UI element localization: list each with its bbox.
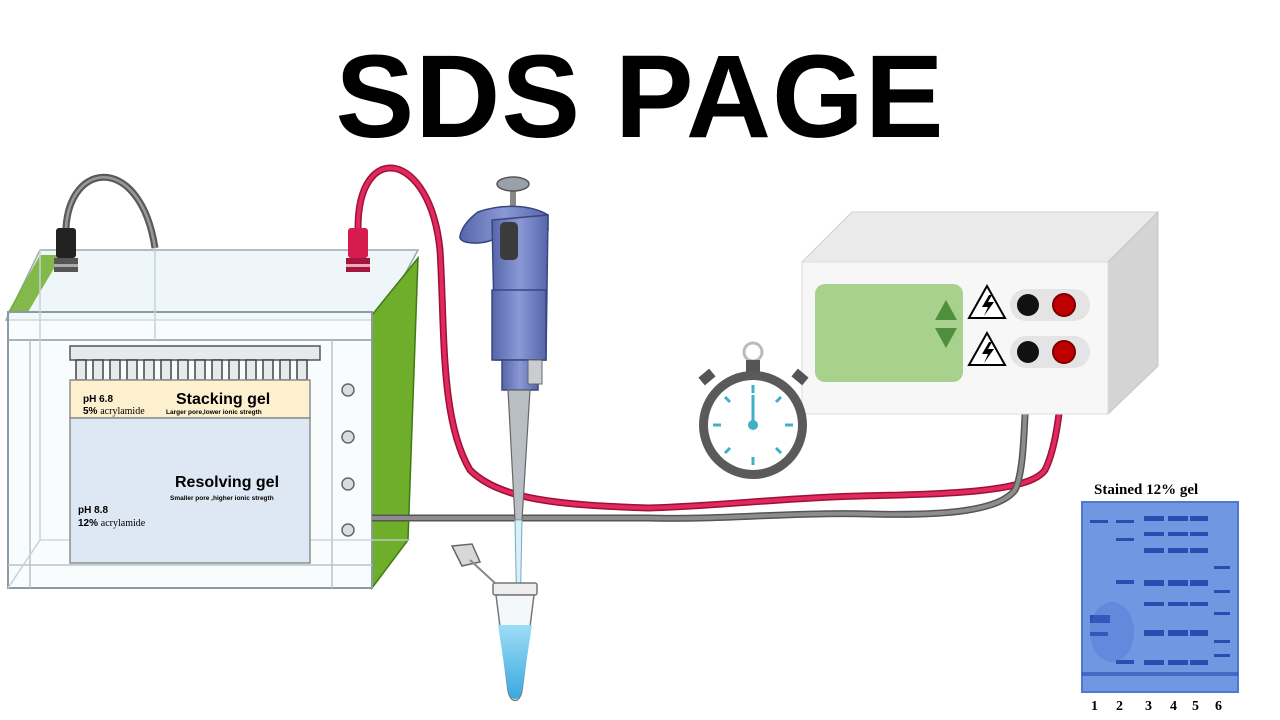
tank-right-wall — [371, 255, 419, 591]
lane-label: 3 — [1145, 699, 1152, 714]
lane-label: 2 — [1116, 699, 1123, 714]
lane-label: 5 — [1192, 699, 1199, 714]
resolving-gel-label: Resolving gel — [175, 474, 279, 491]
black-terminal — [1017, 341, 1039, 363]
electrophoresis-tank: Stacking gel pH 6.8 5% acrylamide Larger… — [4, 173, 420, 591]
lane-label: 1 — [1091, 699, 1098, 714]
stained-gel: Stained 12% gel 1 2 3 4 5 6 — [1081, 482, 1239, 714]
high-voltage-icon — [967, 330, 1007, 366]
gray-lead-wire — [372, 353, 1032, 522]
well-comb — [69, 345, 321, 381]
stacking-gel-acrylamide: 5% acrylamide — [83, 406, 145, 417]
lane-label: 6 — [1215, 699, 1222, 714]
stacking-gel-note: Larger pore,lower ionic stregth — [166, 409, 262, 416]
stacking-gel-label: Stacking gel — [176, 391, 270, 408]
tank-clamp — [341, 477, 355, 491]
stopwatch-icon — [698, 341, 809, 479]
black-electrode-connector — [54, 173, 159, 340]
microtube-icon — [450, 543, 538, 702]
black-terminal — [1017, 294, 1039, 316]
tank-clamp — [341, 523, 355, 537]
resolving-gel-note: Smaller pore ,higher ionic stregth — [170, 495, 274, 502]
tank-clamp — [341, 430, 355, 444]
pipette-icon — [459, 176, 549, 621]
red-terminal — [1052, 340, 1076, 364]
high-voltage-icon — [967, 283, 1007, 319]
red-terminal — [1052, 293, 1076, 317]
page-title: SDS PAGE — [335, 31, 945, 163]
down-arrow-icon — [935, 328, 957, 348]
lane-label: 4 — [1170, 699, 1177, 714]
up-arrow-icon — [935, 300, 957, 320]
power-supply-display — [815, 284, 963, 382]
stained-gel-title: Stained 12% gel — [1094, 482, 1198, 498]
tank-left-wall — [8, 255, 62, 312]
tank-clamp — [341, 383, 355, 397]
resolving-gel-acrylamide: 12% acrylamide — [78, 518, 146, 529]
resolving-gel-ph: pH 8.8 — [78, 505, 108, 516]
red-electrode-connector — [346, 228, 370, 272]
resolving-gel-box — [69, 417, 311, 564]
gel-bands — [1082, 516, 1238, 676]
red-lead-wire — [354, 164, 1068, 512]
lane-labels: 1 2 3 4 5 6 — [1091, 699, 1222, 714]
stacking-gel-ph: pH 6.8 — [83, 394, 113, 405]
power-supply-icon — [800, 210, 1160, 416]
